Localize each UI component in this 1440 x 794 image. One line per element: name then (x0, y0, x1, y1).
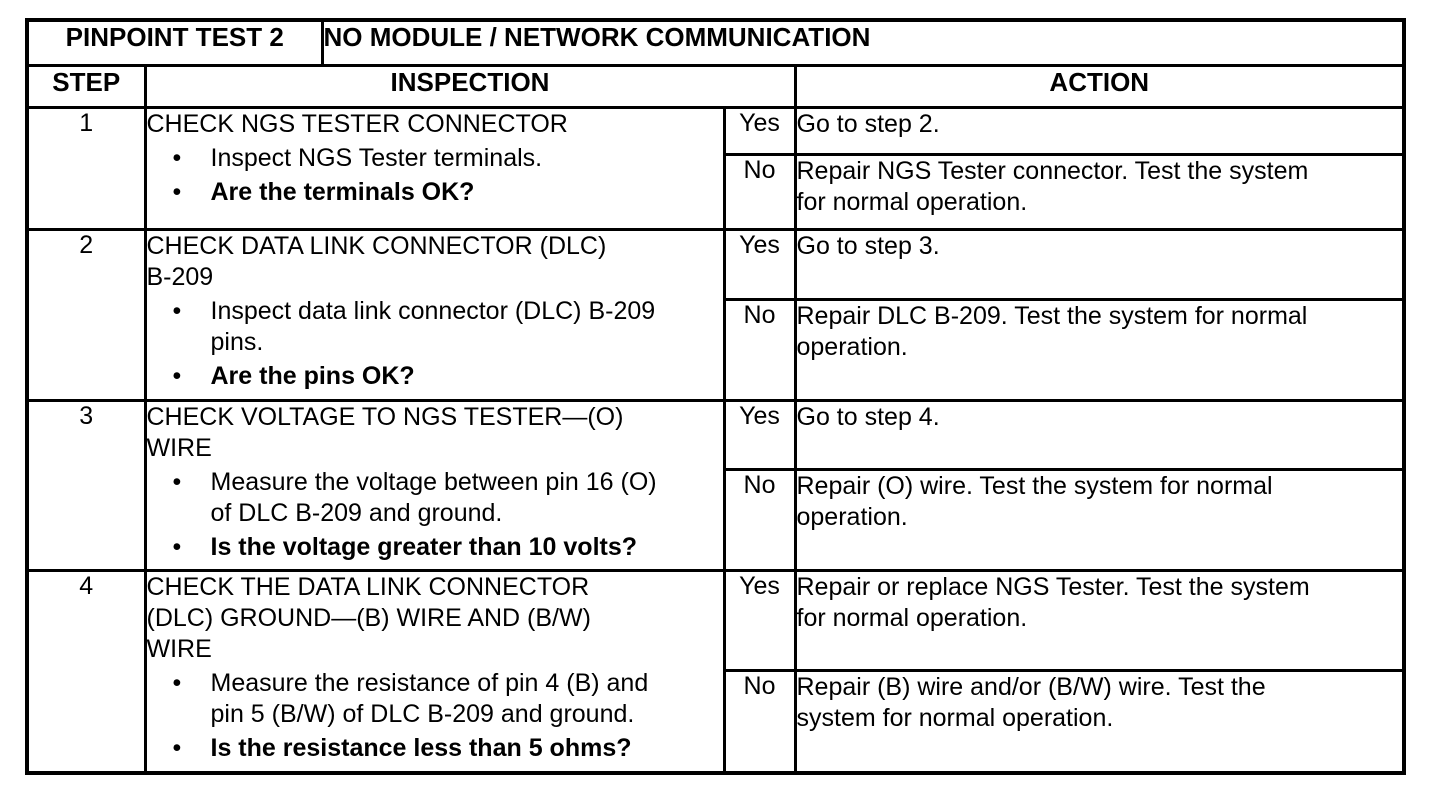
inspection-bullet: • Inspect NGS Tester terminals. (148, 143, 721, 174)
table-row-step3-no: No Repair (O) wire. Test the system for … (27, 467, 1406, 572)
inspection-bullet: • Measure the voltage between pin 16 (O)… (148, 467, 721, 529)
inspection-question-text: Is the voltage greater than 10 volts? (210, 532, 638, 561)
inspection-title: CHECK NGS TESTER CONNECTOR (146, 109, 568, 138)
bullet-icon: • (172, 668, 182, 697)
inspection-bullet-text: Measure the resistance of pin 4 (B) and … (210, 668, 649, 728)
yes-cell: Yes (722, 398, 797, 471)
inspection-question-text: Is the resistance less than 5 ohms? (210, 733, 632, 762)
step-number: 3 (25, 398, 147, 572)
yes-cell: Yes (722, 227, 797, 301)
inspection-question: • Is the voltage greater than 10 volts? (148, 532, 721, 563)
bullet-icon: • (172, 733, 182, 762)
no-cell: No (722, 152, 797, 231)
yes-cell: Yes (722, 105, 797, 156)
inspection-bullet-text: Inspect NGS Tester terminals. (210, 143, 543, 172)
inspection-question: • Is the resistance less than 5 ohms? (148, 733, 721, 764)
inspection-bullet-text: Measure the voltage between pin 16 (O) o… (210, 467, 657, 527)
table-row-step3-yes: 3 CHECK VOLTAGE TO NGS TESTER—(O) WIRE •… (25, 398, 1406, 572)
bullet-icon: • (172, 361, 182, 390)
inspection-bullet-text: Inspect data link connector (DLC) B-209 … (210, 296, 656, 356)
inspection-cell: CHECK NGS TESTER CONNECTOR • Inspect NGS… (143, 105, 726, 231)
inspection-question-text: Are the terminals OK? (210, 177, 475, 206)
pinpoint-test-label: PINPOINT TEST 2 (25, 18, 324, 67)
inspection-cell: CHECK DATA LINK CONNECTOR (DLC) B-209 • … (143, 227, 726, 402)
title-row: PINPOINT TEST 2 NO MODULE / NETWORK COMM… (25, 18, 1406, 67)
pinpoint-test-table: PINPOINT TEST 2 NO MODULE / NETWORK COMM… (25, 18, 1407, 775)
inspection-question: • Are the terminals OK? (148, 177, 721, 208)
bullet-icon: • (172, 532, 182, 561)
table-row-step1-yes: 1 CHECK NGS TESTER CONNECTOR • Inspect N… (25, 105, 1406, 231)
action-yes-cell: Repair or replace NGS Tester. Test the s… (793, 568, 1406, 672)
bullet-icon: • (172, 467, 182, 496)
yes-cell: Yes (722, 568, 797, 672)
inspection-question-text: Are the pins OK? (210, 361, 415, 390)
bullet-icon: • (172, 143, 182, 172)
step-number: 1 (25, 105, 147, 231)
no-cell: No (722, 668, 797, 775)
action-no-cell: Repair NGS Tester connector. Test the sy… (793, 152, 1406, 231)
no-cell: No (722, 467, 797, 572)
col-header-inspection: INSPECTION (143, 63, 797, 109)
inspection-bullet: • Measure the resistance of pin 4 (B) an… (148, 668, 721, 730)
inspection-question: • Are the pins OK? (148, 361, 721, 392)
bullet-icon: • (172, 177, 182, 206)
action-yes-cell: Go to step 2. (793, 105, 1406, 156)
action-yes-cell: Go to step 4. (793, 398, 1406, 471)
test-description-label: NO MODULE / NETWORK COMMUNICATION (320, 18, 1406, 67)
action-no-cell: Repair (B) wire and/or (B/W) wire. Test … (793, 668, 1406, 775)
inspection-title: CHECK VOLTAGE TO NGS TESTER—(O) WIRE (146, 402, 624, 462)
inspection-cell: CHECK THE DATA LINK CONNECTOR (DLC) GROU… (143, 568, 726, 775)
action-yes-cell: Go to step 3. (793, 227, 1406, 301)
action-no-cell: Repair (O) wire. Test the system for nor… (793, 467, 1406, 572)
action-no-cell: Repair DLC B-209. Test the system for no… (793, 297, 1406, 402)
column-header-row: STEP INSPECTION ACTION (25, 63, 1406, 109)
step-number: 4 (25, 568, 147, 775)
inspection-title: CHECK DATA LINK CONNECTOR (DLC) B-209 (146, 231, 607, 291)
bullet-icon: • (172, 296, 182, 325)
table-row-step2-no: No Repair DLC B-209. Test the system for… (27, 297, 1406, 402)
table-row-step4-no: No Repair (B) wire and/or (B/W) wire. Te… (27, 668, 1406, 775)
table-row-step1-no: No Repair NGS Tester connector. Test the… (27, 152, 1406, 231)
col-header-step: STEP (25, 63, 147, 109)
inspection-bullet: • Inspect data link connector (DLC) B-20… (148, 296, 721, 358)
col-header-action: ACTION (793, 63, 1406, 109)
inspection-cell: CHECK VOLTAGE TO NGS TESTER—(O) WIRE • M… (143, 398, 726, 572)
table-row-step4-yes: 4 CHECK THE DATA LINK CONNECTOR (DLC) GR… (25, 568, 1406, 775)
step-number: 2 (25, 227, 147, 402)
no-cell: No (722, 297, 797, 402)
table-row-step2-yes: 2 CHECK DATA LINK CONNECTOR (DLC) B-209 … (25, 227, 1406, 402)
inspection-title: CHECK THE DATA LINK CONNECTOR (DLC) GROU… (146, 572, 591, 663)
